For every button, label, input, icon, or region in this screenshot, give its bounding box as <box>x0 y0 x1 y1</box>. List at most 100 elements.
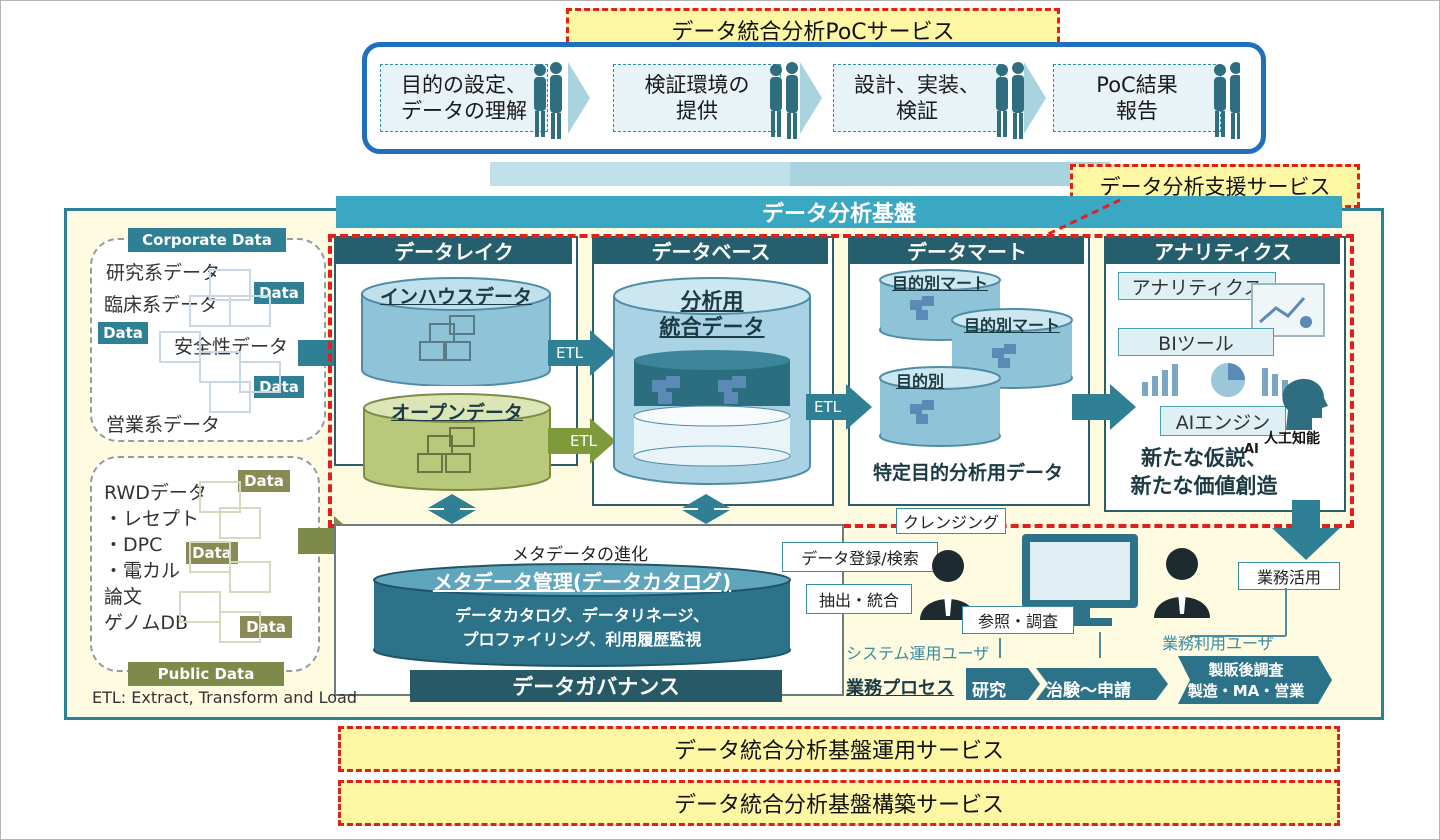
extract-text: 抽出・統合 <box>818 591 899 610</box>
ai-head-icon <box>1282 378 1328 430</box>
refer-text: 参照・調査 <box>977 612 1058 631</box>
etl-note: ETL: Extract, Transform and Load <box>92 688 357 707</box>
mart-to-analytics-arrow <box>1072 384 1136 430</box>
operation-service-text: データ統合分析基盤運用サービス <box>673 739 1004 764</box>
analysis-data-cylinder <box>613 277 811 485</box>
poc-step-3-line1: 設計、実装、 <box>854 73 980 97</box>
extract-box: 抽出・統合 <box>806 584 912 614</box>
database-title: データベース <box>594 236 828 264</box>
platform-title: データ分析基盤 <box>336 196 1342 228</box>
corporate-cubes-icon <box>159 269 281 413</box>
datalake-title: データレイク <box>336 236 572 264</box>
mart-1-label: 目的別マート <box>891 274 988 293</box>
bi-charts-icon <box>1142 363 1288 397</box>
person-pair-1-icon <box>534 62 562 139</box>
corporate-data-header: Corporate Data <box>128 228 286 252</box>
computer-monitor-icon <box>1022 534 1138 626</box>
analytics-result-2: 新たな価値創造 <box>1130 474 1278 498</box>
sys-user-label: システム運用ユーザ <box>846 644 990 663</box>
mart-cylinder-3 <box>879 366 1001 447</box>
biz-user-label: 業務利用ユーザ <box>1162 634 1274 653</box>
metadata-desc-1: データカタログ、データリネージ、 <box>454 606 710 625</box>
biz-use-box: 業務活用 <box>1238 562 1340 590</box>
analytics-title-text: アナリティクス <box>1154 239 1292 264</box>
refer-box: 参照・調査 <box>962 606 1074 634</box>
support-connector <box>1043 198 1121 238</box>
analysis-data-label: 分析用 統合データ <box>612 288 812 340</box>
corporate-badge-1: Data <box>254 282 304 304</box>
process-chevrons <box>966 656 1332 704</box>
open-cylinder <box>363 393 551 491</box>
ai-label: 人工知能 <box>1264 431 1320 447</box>
process-step-3: 製販後調査 製造・MA・営業 <box>1187 661 1305 700</box>
cleansing-box: クレンジング <box>896 508 1006 534</box>
process-step-2: 治験〜申請 <box>1046 681 1131 701</box>
datamart-caption: 特定目的分析用データ <box>872 462 1063 484</box>
etl-arrow-3 <box>806 384 872 430</box>
analysis-data-label-1: 分析用 <box>680 289 744 313</box>
poc-step-2-line2: 提供 <box>676 99 718 123</box>
mart-3-label: 目的別 <box>895 372 944 391</box>
datalake-title-text: データレイク <box>394 239 514 264</box>
build-service-text: データ統合分析基盤構築サービス <box>673 793 1004 818</box>
analytics-result: 新たな仮説、 新たな価値創造 <box>1108 444 1300 500</box>
business-user-icon <box>1154 548 1210 618</box>
person-pair-4-icon <box>1214 62 1240 139</box>
inhouse-cylinder <box>361 277 551 386</box>
metadata-desc: データカタログ、データリネージ、 プロファイリング、利用履歴監視 <box>372 604 792 652</box>
poc-step-2: 検証環境の 提供 <box>613 64 781 132</box>
db-metadata-arrow <box>682 494 730 524</box>
bi-tool-label-text: BIツール <box>1158 332 1234 355</box>
public-item-4: ・電カル <box>104 560 181 582</box>
datamart-title-text: データマート <box>907 239 1027 264</box>
public-item-1: RWDデータ <box>104 482 207 504</box>
analysis-data-label-2: 統合データ <box>659 315 765 339</box>
datamart-title: データマート <box>850 236 1084 264</box>
governance-title: データガバナンス <box>512 675 680 699</box>
poc-chevron-3-icon <box>1024 62 1046 134</box>
corporate-data-header-text: Corporate Data <box>142 231 272 249</box>
inhouse-label: インハウスデータ <box>379 286 532 308</box>
build-service-banner: データ統合分析基盤構築サービス <box>338 780 1340 826</box>
metadata-desc-2: プロファイリング、利用履歴監視 <box>462 630 702 649</box>
support-service-title: データ分析支援サービス <box>1099 175 1331 199</box>
register-box: データ登録/検索 <box>782 542 938 572</box>
public-item-3: ・DPC <box>104 534 163 556</box>
lake-metadata-arrow <box>428 494 476 524</box>
etl-arrow-1 <box>548 330 616 376</box>
public-item-5: 論文 <box>104 586 143 608</box>
analytics-tool-label-text: アナリティクス <box>1131 276 1263 299</box>
person-pair-2-icon <box>770 62 798 139</box>
poc-funnel-arrow <box>490 162 1110 186</box>
bi-tool-label: BIツール <box>1118 328 1274 356</box>
public-badge-3: Data <box>240 616 292 638</box>
poc-step-3: 設計、実装、 検証 <box>833 64 1001 132</box>
poc-service-title: データ統合分析PoCサービス <box>671 20 955 45</box>
analytics-result-1: 新たな仮説、 <box>1141 446 1267 470</box>
poc-people-icons <box>534 62 1240 139</box>
public-data-header: Public Data <box>128 662 284 686</box>
ai-engine-label-text: AIエンジン <box>1175 411 1271 434</box>
ai-tag: AI <box>1244 442 1259 457</box>
poc-step-4-line1: PoC結果 <box>1096 73 1178 97</box>
poc-step-1-line1: 目的の設定、 <box>401 73 527 97</box>
poc-step-1-line2: データの理解 <box>401 99 527 123</box>
ai-engine-label: AIエンジン <box>1160 406 1286 436</box>
etl-arrow-2 <box>548 418 616 464</box>
public-item-6: ゲノムDB <box>104 612 189 634</box>
analytics-title: アナリティクス <box>1106 236 1340 264</box>
governance-bar: データガバナンス <box>410 670 782 702</box>
cleansing-text: クレンジング <box>902 513 999 532</box>
etl-label-2: ETL <box>570 432 597 450</box>
public-badge-2: Data <box>186 542 238 564</box>
poc-step-2-line1: 検証環境の <box>644 73 750 97</box>
corporate-item-1: 研究系データ <box>106 262 221 284</box>
chart-board-icon <box>1251 283 1325 337</box>
poc-step-4-line2: 報告 <box>1116 99 1158 123</box>
support-scope-outline <box>328 234 1354 528</box>
platform-title-text: データ分析基盤 <box>761 202 916 227</box>
database-title-text: データベース <box>651 239 771 264</box>
register-text: データ登録/検索 <box>801 549 919 568</box>
analytics-to-biz-arrow <box>1272 500 1340 560</box>
public-badge-1-text: Data <box>244 472 284 490</box>
